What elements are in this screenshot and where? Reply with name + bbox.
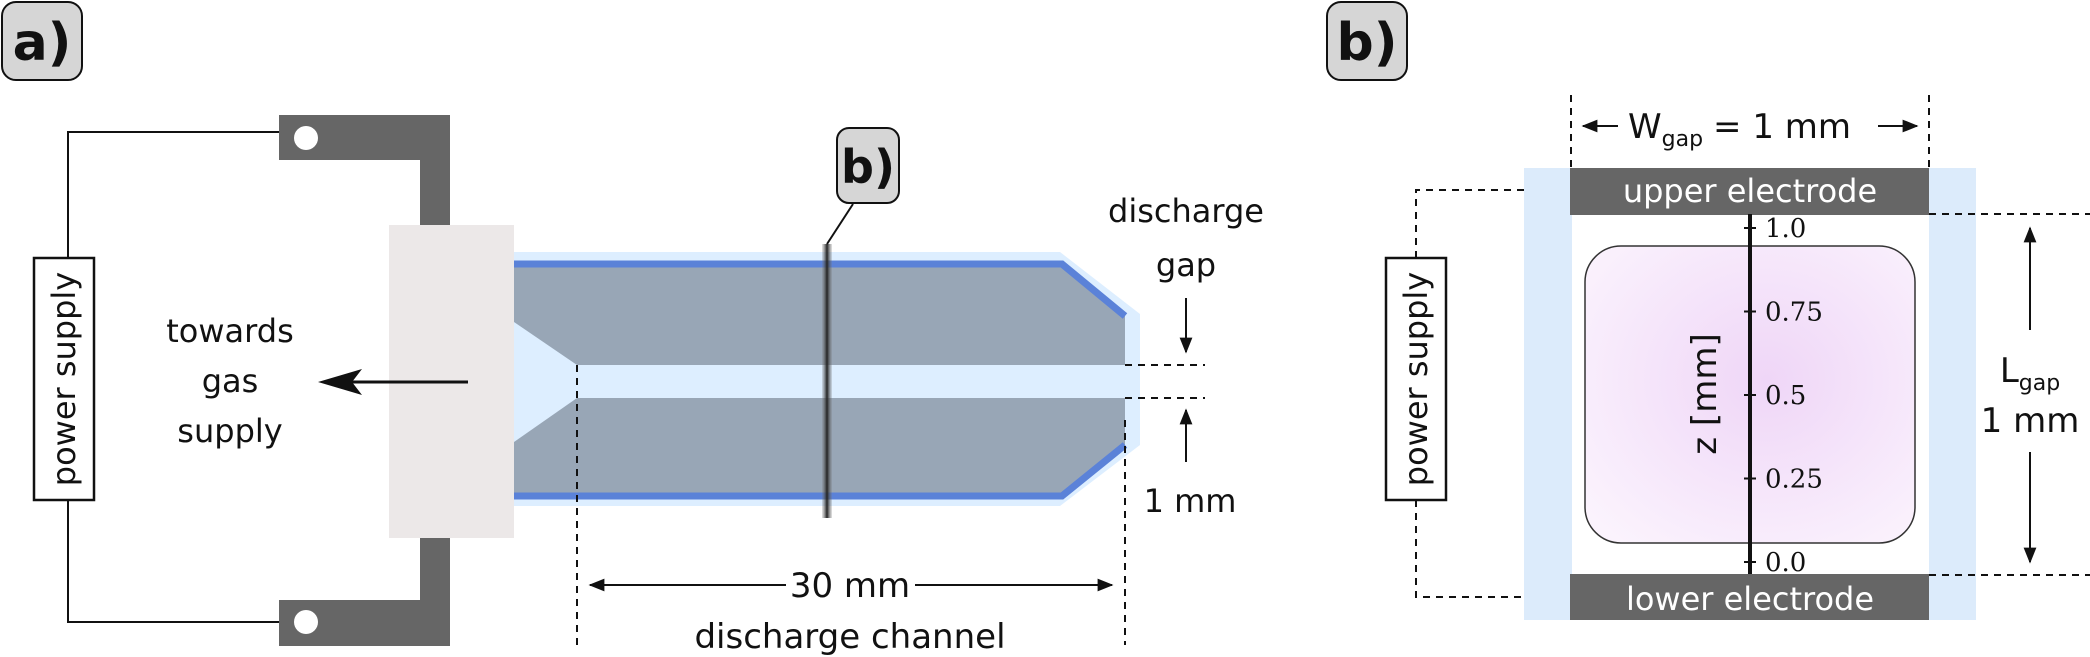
svg-text:gas: gas xyxy=(202,362,259,400)
panel-a: a) power supply towards gas supply xyxy=(1,1,1264,657)
svg-text:supply: supply xyxy=(177,412,282,450)
upper-electrode: upper electrode xyxy=(1570,168,1929,215)
b-upper-wire xyxy=(1415,189,1524,258)
z-axis-label: z [mm] xyxy=(1685,333,1725,454)
lower-channel-wall xyxy=(514,398,1125,496)
channel-name-label: discharge channel xyxy=(694,617,1005,657)
power-supply-b: power supply xyxy=(1384,256,1448,502)
l-gap-value: 1 mm xyxy=(1981,401,2080,441)
upper-channel-wall xyxy=(514,264,1125,365)
upper-electrode-label: upper electrode xyxy=(1623,172,1877,210)
lower-electrode: lower electrode xyxy=(1570,574,1929,620)
lower-electrode-label: lower electrode xyxy=(1626,580,1874,618)
panel-b: b) upper electrode lower electrode Wgap=… xyxy=(1326,1,2090,620)
power-supply-b-label: power supply xyxy=(1397,272,1435,486)
lower-electrode-bracket xyxy=(279,535,450,646)
channel-length-label: 30 mm xyxy=(790,566,910,606)
w-gap-label: Wgap= 1 mm xyxy=(1628,107,1851,152)
gap-width-label: 1 mm xyxy=(1144,482,1237,520)
discharge-gap-label: discharge gap xyxy=(1108,192,1264,284)
power-supply-a-label: power supply xyxy=(45,272,83,486)
z-tick-label: 0.0 xyxy=(1765,548,1806,578)
cut-badge-label: b) xyxy=(841,140,895,194)
discharge-channel xyxy=(514,260,1128,500)
gas-flow-arrow-head xyxy=(318,369,362,395)
z-tick-label: 1.0 xyxy=(1765,214,1806,244)
panel-a-badge-label: a) xyxy=(13,13,72,73)
upper-electrode-trace xyxy=(514,260,1128,319)
power-supply-a: power supply xyxy=(32,256,96,502)
svg-text:towards: towards xyxy=(166,312,293,350)
panel-b-badge-label: b) xyxy=(1337,13,1398,73)
lower-wire xyxy=(67,500,300,623)
cut-badge: b) xyxy=(836,127,900,204)
lower-connector-icon xyxy=(294,610,318,634)
b-lower-wire xyxy=(1415,500,1524,598)
svg-text:discharge: discharge xyxy=(1108,192,1264,230)
upper-connector-icon xyxy=(294,126,318,150)
z-tick-label: 0.25 xyxy=(1765,465,1823,495)
l-gap-label: Lgap xyxy=(2000,351,2060,396)
right-dielectric xyxy=(1929,168,1976,620)
z-axis-ticks: 1.0 0.75 0.5 0.25 0.0 xyxy=(1744,214,1823,578)
gas-supply-label: towards gas supply xyxy=(166,312,293,450)
upper-wire xyxy=(67,131,300,258)
lower-electrode-trace xyxy=(514,442,1128,500)
cut-plane-callout xyxy=(826,203,854,245)
panel-a-badge: a) xyxy=(1,1,83,81)
z-axis: 1.0 0.75 0.5 0.25 0.0 z [mm] xyxy=(1685,214,1823,578)
left-dielectric xyxy=(1524,168,1572,620)
z-tick-label: 0.5 xyxy=(1765,381,1806,411)
panel-b-badge: b) xyxy=(1326,1,1408,81)
z-tick-label: 0.75 xyxy=(1765,298,1823,328)
upper-electrode-bracket xyxy=(279,115,450,226)
svg-text:gap: gap xyxy=(1156,246,1216,284)
cut-plane xyxy=(822,244,832,518)
